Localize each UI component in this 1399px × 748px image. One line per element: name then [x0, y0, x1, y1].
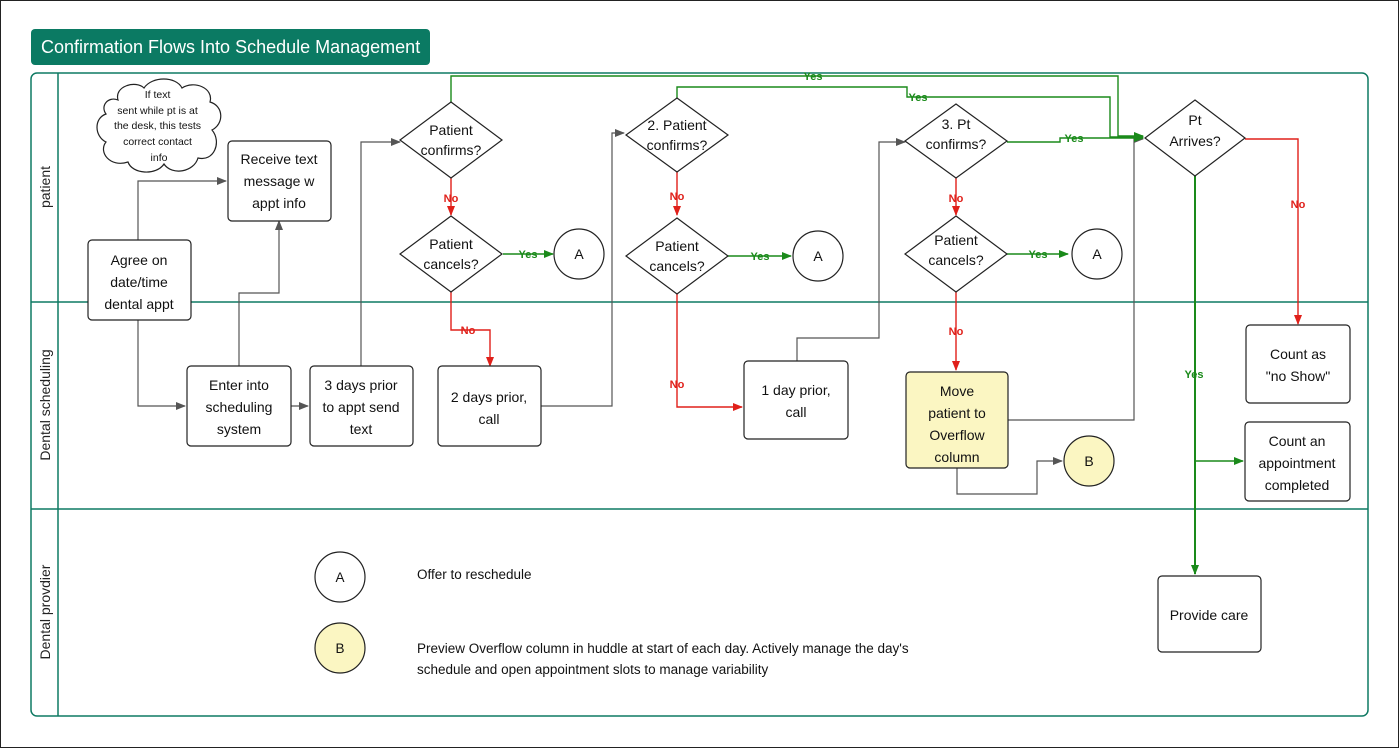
box-count-no-show: Count as"no Show" — [1245, 324, 1351, 404]
box-one-day-prior: 1 day prior,call — [743, 360, 849, 440]
edge-confirm1-yes — [450, 75, 1144, 140]
svg-text:A: A — [813, 248, 823, 264]
legend-a: A Offer to reschedule — [314, 551, 532, 603]
svg-text:A: A — [1092, 246, 1102, 262]
legend: A Offer to reschedule B Preview Overflow… — [314, 551, 909, 677]
svg-text:B: B — [1084, 453, 1093, 469]
legend-b: B Preview Overflow column in huddle at s… — [314, 622, 909, 677]
edge-cancel1-no — [450, 292, 494, 367]
connector-a: A — [553, 228, 605, 280]
edge-overflow-to-arrives — [1008, 135, 1144, 421]
edge-two-days-to-confirm2 — [541, 129, 625, 407]
svg-text:B: B — [335, 641, 344, 656]
edges-yes — [450, 75, 1244, 575]
connector-b: B — [1063, 435, 1115, 487]
label-no: No — [949, 193, 964, 205]
svg-text:1 day prior,call: 1 day prior,call — [761, 382, 830, 420]
diagram-title: Confirmation Flows Into Schedule Managem… — [31, 29, 431, 65]
swimlane-pool — [30, 72, 1369, 717]
edge-enter-to-receive — [238, 220, 283, 366]
lane-label-dental-scheduling: Dental scheduling — [37, 349, 53, 460]
svg-text:A: A — [574, 246, 584, 262]
edge-arrives-no — [1245, 138, 1302, 325]
cloud-note: If text sent while pt is at the desk, th… — [96, 78, 222, 173]
edge-agree-to-receive — [137, 177, 227, 240]
svg-text:2 days prior,call: 2 days prior,call — [451, 389, 527, 427]
label-yes: Yes — [1065, 133, 1084, 145]
legend-a-text: Offer to reschedule — [417, 567, 532, 582]
label-yes: Yes — [909, 92, 928, 104]
label-no: No — [670, 379, 685, 391]
edges-no — [447, 138, 1302, 411]
label-no: No — [949, 326, 964, 338]
edge-confirm3-yes — [1007, 134, 1144, 143]
connector-a: A — [792, 230, 844, 282]
svg-text:A: A — [335, 570, 344, 585]
label-no: No — [444, 193, 459, 205]
label-yes: Yes — [1029, 249, 1048, 261]
edge-confirm2-yes — [676, 86, 1144, 141]
svg-text:Count as"no Show": Count as"no Show" — [1266, 346, 1330, 384]
label-yes: Yes — [751, 251, 770, 263]
edge-cancel2-no — [676, 292, 743, 411]
edge-one-day-to-confirm3 — [796, 138, 906, 361]
box-two-days-prior: 2 days prior,call — [437, 365, 542, 447]
connectors: A A A B — [553, 228, 1123, 487]
lane-label-dental-provider: Dental provdier — [37, 564, 53, 659]
label-no: No — [670, 191, 685, 203]
legend-b-text: Preview Overflow column in huddle at sta… — [417, 641, 909, 677]
label-yes: Yes — [804, 71, 823, 83]
svg-text:If text sent while: If text sent while pt is at the desk, th… — [114, 89, 204, 164]
svg-text:Provide care: Provide care — [1170, 607, 1249, 623]
lane-label-patient: patient — [37, 166, 53, 208]
edge-labels: No No No No No No No Yes Yes Yes Yes Yes… — [444, 71, 1306, 391]
label-no: No — [461, 325, 476, 337]
label-yes: Yes — [519, 249, 538, 261]
edge-overflow-to-b — [956, 457, 1063, 495]
edge-three-days-to-confirm1 — [360, 138, 401, 366]
label-yes: Yes — [1185, 369, 1204, 381]
edge-agree-to-enter — [137, 320, 186, 410]
label-no: No — [1291, 199, 1306, 211]
box-provide-care: Provide care — [1157, 575, 1262, 653]
connector-a: A — [1071, 228, 1123, 280]
